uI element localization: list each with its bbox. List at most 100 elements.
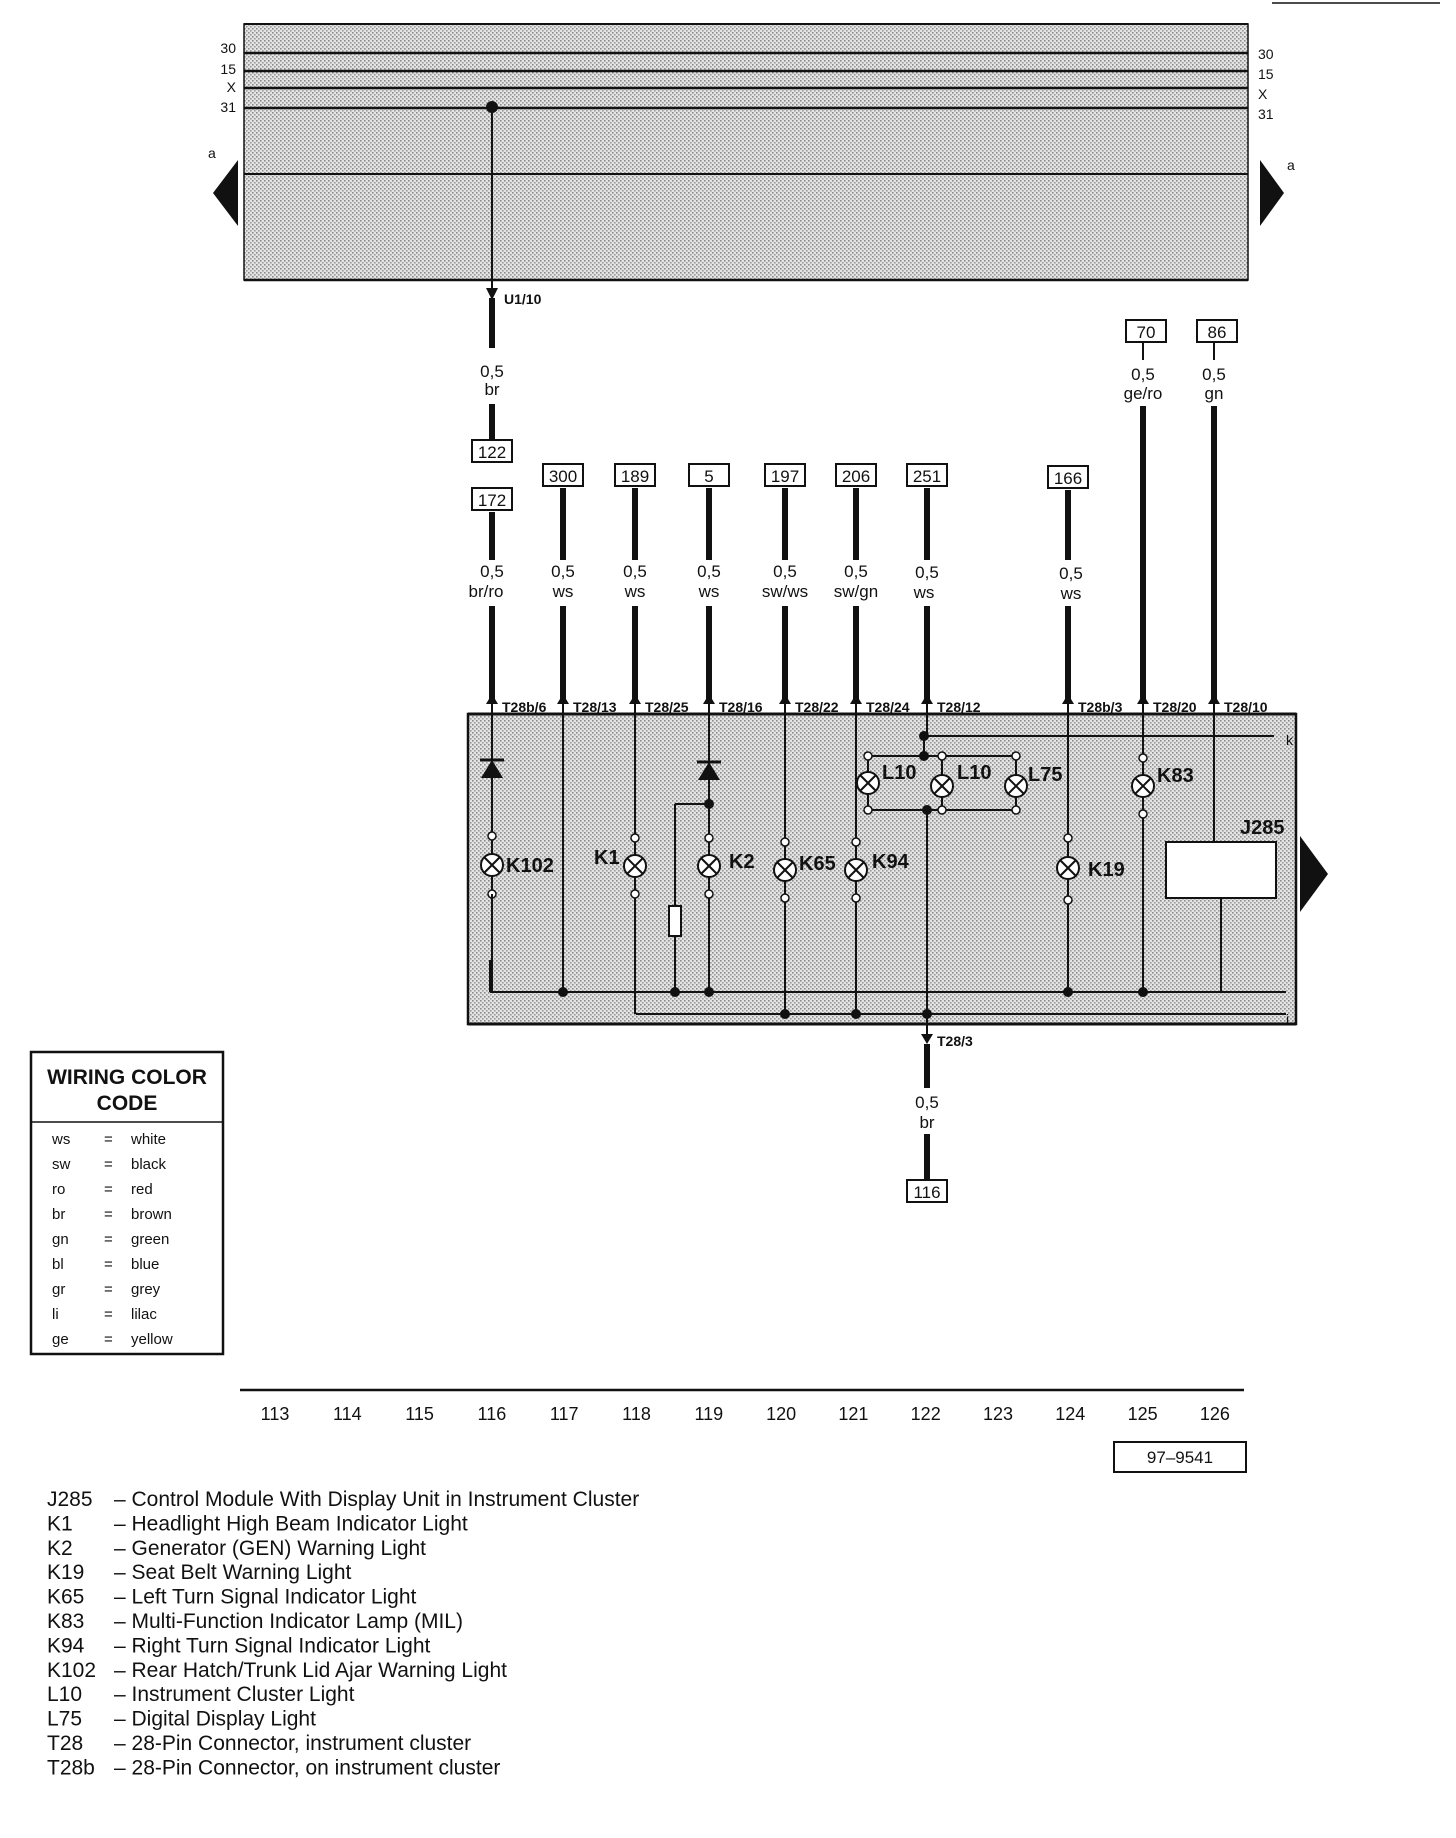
ref-box-116: 116: [913, 1183, 940, 1202]
legend-code: L10: [47, 1683, 82, 1706]
color-code-name: grey: [131, 1281, 161, 1298]
connector-T28-12: T28/12: [937, 699, 981, 715]
color-code-equals: =: [104, 1331, 113, 1348]
diode-icon: [481, 760, 503, 778]
color-code-abbr: li: [52, 1306, 59, 1323]
column-number: 124: [1055, 1404, 1085, 1424]
lamp-l10-left-icon: [856, 771, 880, 795]
diagram-id: 97–9541: [1147, 1448, 1213, 1467]
lamp-k102-icon: [480, 853, 504, 877]
wire-121-color: sw/gn: [834, 582, 878, 601]
label-k2: K2: [729, 851, 755, 873]
ground-connection-label: U1/10: [504, 291, 542, 307]
color-code-equals: =: [104, 1156, 113, 1173]
circuit-125: 70 0,5 ge/ro T28/20 K83: [1124, 319, 1197, 997]
label-k94: K94: [872, 851, 910, 873]
column-number: 120: [766, 1404, 796, 1424]
legend-description: – Instrument Cluster Light: [114, 1683, 355, 1706]
legend-description: – Left Turn Signal Indicator Light: [114, 1586, 417, 1609]
column-number: 126: [1200, 1404, 1230, 1424]
wire-126-gauge: 0,5: [1202, 365, 1226, 384]
column-number: 116: [478, 1404, 507, 1424]
bus-label-30-left: 30: [220, 40, 236, 56]
color-code-abbr: sw: [52, 1156, 71, 1173]
color-code-equals: =: [104, 1181, 113, 1198]
continuation-arrow-right-icon: [1260, 160, 1284, 226]
rail-marker-k: k: [1286, 732, 1294, 748]
circuit-124: 166 0,5 ws T28b/3 K19: [1047, 465, 1125, 997]
legend-description: – 28-Pin Connector, instrument cluster: [114, 1732, 471, 1755]
arrow-label-a-right: a: [1287, 157, 1295, 173]
cluster-continuation-arrow-icon: [1300, 836, 1328, 912]
column-number: 115: [405, 1404, 434, 1424]
label-l75: L75: [1028, 764, 1062, 786]
column-number: 113: [261, 1404, 290, 1424]
wire-119-color: ws: [698, 582, 720, 601]
color-code-name: yellow: [131, 1331, 173, 1348]
lamp-k1-icon: [623, 854, 647, 878]
circuit-120: 197 0,5 sw/ws T28/22 K65: [762, 463, 839, 1019]
legend-description: – Rear Hatch/Trunk Lid Ajar Warning Ligh…: [114, 1659, 507, 1682]
connector-T28-20: T28/20: [1153, 699, 1197, 715]
wire-118-gauge: 0,5: [623, 562, 647, 581]
lamp-k94-icon: [844, 858, 868, 882]
color-code-abbr: ws: [51, 1131, 70, 1148]
wire-120-color: sw/ws: [762, 582, 808, 601]
color-code-equals: =: [104, 1256, 113, 1273]
bus-label-30-right: 30: [1258, 46, 1274, 62]
color-code-name: green: [131, 1231, 169, 1248]
color-code-equals: =: [104, 1131, 113, 1148]
color-code-name: black: [131, 1156, 167, 1173]
legend-code: K1: [47, 1512, 73, 1535]
legend-code: K94: [47, 1634, 85, 1657]
label-k83: K83: [1157, 765, 1194, 787]
legend-code: K19: [47, 1561, 84, 1584]
connector-T28-25: T28/25: [645, 699, 689, 715]
legend-code: J285: [47, 1488, 93, 1511]
connector-T28-16: T28/16: [719, 699, 763, 715]
column-number: 118: [622, 1404, 651, 1424]
color-code-name: blue: [131, 1256, 159, 1273]
ref-box-86: 86: [1208, 323, 1227, 342]
legend-code: K102: [47, 1659, 96, 1682]
circuit-116: 172 0,5 br/ro T28b/6 K102: [469, 487, 554, 992]
legend-code: K83: [47, 1610, 84, 1633]
legend-code: K65: [47, 1586, 84, 1609]
rail-marker-i: i: [1286, 1011, 1289, 1027]
wire-117-color: ws: [552, 582, 574, 601]
circuit-122: 251 0,5 ws T28/12: [856, 463, 1062, 1203]
color-code-abbr: gr: [52, 1281, 65, 1298]
column-number: 117: [550, 1404, 579, 1424]
circuit-117: 300 0,5 ws T28/13: [542, 463, 617, 997]
lamp-l10-right-icon: [930, 774, 954, 798]
circuit-118: 189 0,5 ws T28/25 K1: [594, 463, 689, 1014]
color-code-rows: ws=whitesw=blackro=redbr=browngn=greenbl…: [51, 1131, 173, 1348]
ref-box-172: 172: [478, 491, 506, 510]
legend-description: – Generator (GEN) Warning Light: [114, 1537, 426, 1560]
wire-120-gauge: 0,5: [773, 562, 797, 581]
legend-description: – 28-Pin Connector, on instrument cluste…: [114, 1756, 500, 1779]
legend-description: – Seat Belt Warning Light: [114, 1561, 352, 1584]
color-code-equals: =: [104, 1306, 113, 1323]
component-legend: J285 – Control Module With Display Unit i…: [47, 1488, 639, 1779]
label-j285: J285: [1240, 817, 1285, 839]
legend-description: – Right Turn Signal Indicator Light: [114, 1634, 431, 1657]
circuit-119: 5 0,5 ws T28/16 K2: [668, 463, 763, 997]
wire-124-color: ws: [1060, 584, 1082, 603]
legend-description: – Multi-Function Indicator Lamp (MIL): [114, 1610, 463, 1633]
wire-116-top-gauge: 0,5: [480, 362, 504, 381]
connector-T28b-3: T28b/3: [1078, 699, 1123, 715]
bus-label-x-left: X: [227, 79, 237, 95]
bus-label-x-right: X: [1258, 86, 1268, 102]
connector-T28-3: T28/3: [937, 1033, 973, 1049]
connector-T28-24: T28/24: [866, 699, 910, 715]
ref-box-70: 70: [1137, 323, 1156, 342]
bus-label-15-right: 15: [1258, 66, 1274, 82]
ref-box-251: 251: [913, 467, 941, 486]
ref-box-166: 166: [1054, 469, 1082, 488]
color-code-name: white: [130, 1131, 166, 1148]
circuit-126: 86 0,5 gn T28/10 J285: [1165, 319, 1285, 992]
legend-description: – Control Module With Display Unit in In…: [114, 1488, 639, 1511]
label-k65: K65: [799, 853, 836, 875]
